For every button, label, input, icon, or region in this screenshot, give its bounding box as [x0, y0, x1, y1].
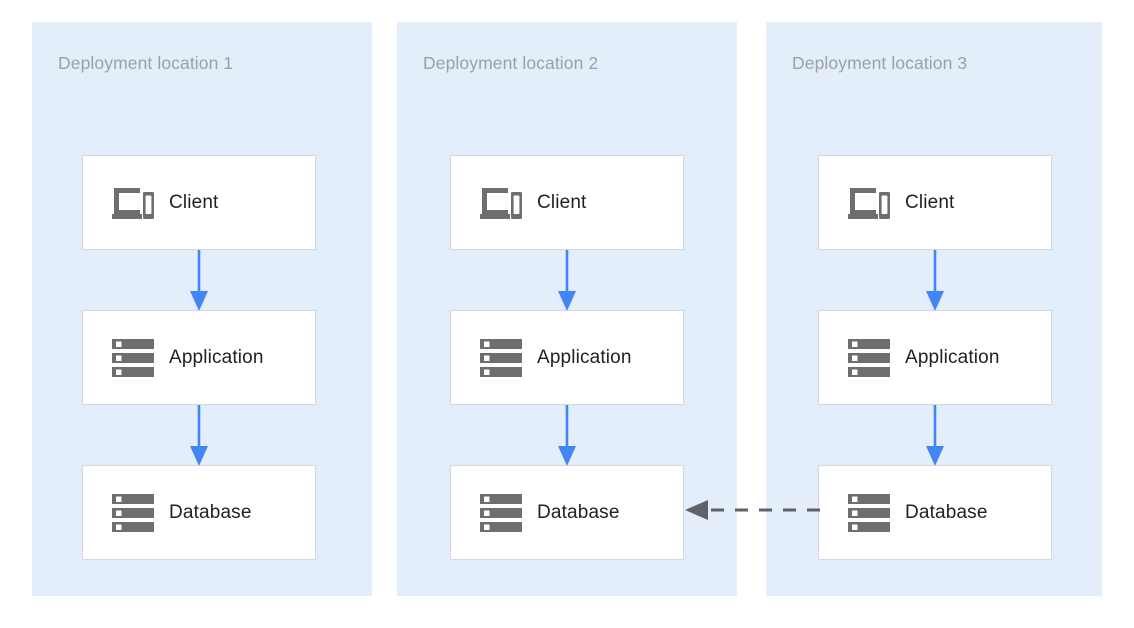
deployment-location-2-panel: Deployment location 2 Client: [397, 22, 737, 596]
server-icon: [841, 338, 897, 377]
arrow-client-to-application-1: [187, 250, 211, 312]
devices-icon: [473, 186, 529, 220]
deployment-location-2-application-node[interactable]: Application: [450, 310, 684, 405]
deployment-location-1-application-node[interactable]: Application: [82, 310, 316, 405]
deployment-location-2-title: Deployment location 2: [423, 53, 599, 73]
arrow-client-to-application-2: [555, 250, 579, 312]
deployment-location-2-database-label: Database: [537, 501, 620, 523]
deployment-location-2-client-label: Client: [537, 191, 587, 213]
arrow-application-to-database-1: [187, 405, 211, 467]
deployment-location-3-panel: Deployment location 3 Client: [766, 22, 1102, 596]
devices-icon: [105, 186, 161, 220]
deployment-location-2-database-node[interactable]: Database: [450, 465, 684, 560]
deployment-location-3-client-node[interactable]: Client: [818, 155, 1052, 250]
deployment-location-1-title: Deployment location 1: [58, 53, 234, 73]
deployment-location-3-title: Deployment location 3: [792, 53, 968, 73]
deployment-location-2-application-label: Application: [537, 346, 632, 368]
deployment-location-1-database-node[interactable]: Database: [82, 465, 316, 560]
deployment-location-3-application-label: Application: [905, 346, 1000, 368]
devices-icon: [841, 186, 897, 220]
deployment-location-3-client-label: Client: [905, 191, 955, 213]
server-icon: [105, 493, 161, 532]
deployment-location-2-client-node[interactable]: Client: [450, 155, 684, 250]
server-icon: [473, 338, 529, 377]
arrow-client-to-application-3: [923, 250, 947, 312]
deployment-location-3-application-node[interactable]: Application: [818, 310, 1052, 405]
deployment-location-1-panel: Deployment location 1 Client: [32, 22, 372, 596]
deployment-location-1-application-label: Application: [169, 346, 264, 368]
server-icon: [473, 493, 529, 532]
deployment-location-3-database-label: Database: [905, 501, 988, 523]
deployment-location-1-client-label: Client: [169, 191, 219, 213]
deployment-location-3-database-node[interactable]: Database: [818, 465, 1052, 560]
arrow-application-to-database-2: [555, 405, 579, 467]
arrow-application-to-database-3: [923, 405, 947, 467]
deployment-location-1-database-label: Database: [169, 501, 252, 523]
server-icon: [105, 338, 161, 377]
server-icon: [841, 493, 897, 532]
deployment-location-1-client-node[interactable]: Client: [82, 155, 316, 250]
